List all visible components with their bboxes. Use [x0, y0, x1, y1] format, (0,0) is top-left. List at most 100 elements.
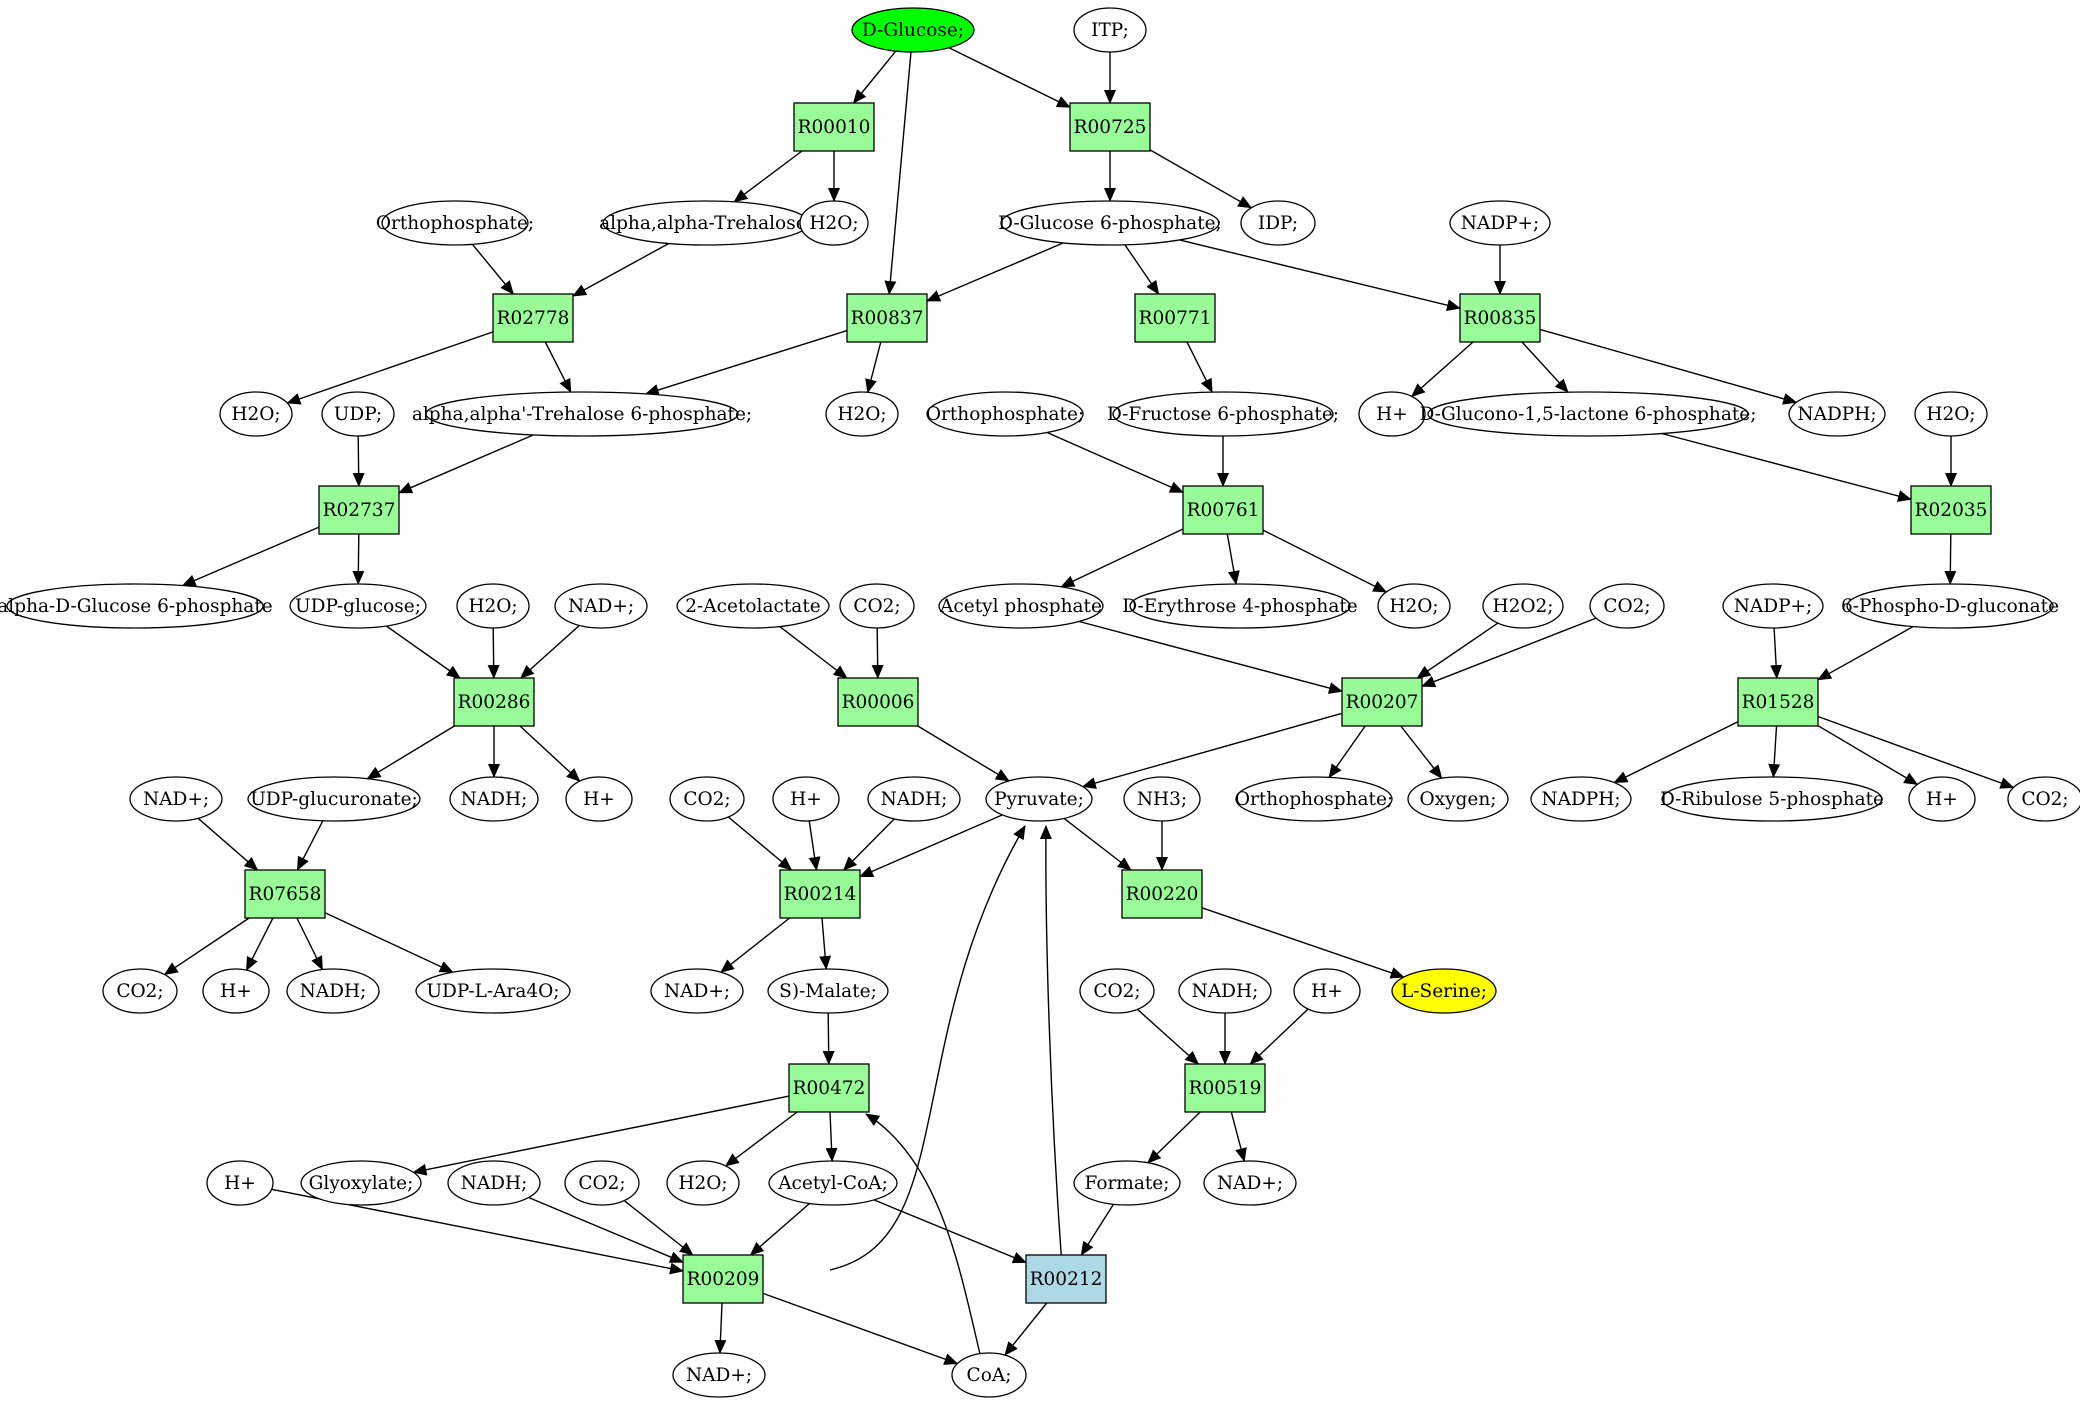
reaction-node-r01528[interactable]: R01528: [1737, 677, 1819, 727]
compound-node-c_trehalose6p[interactable]: alpha,alpha'-Trehalose 6-phosphate;: [412, 391, 752, 437]
compound-node-c_co2_2[interactable]: CO2;: [1589, 583, 1665, 629]
compound-node-c_erythrose4p[interactable]: D-Erythrose 4-phosphate: [1122, 583, 1358, 629]
compound-node-c_orthophosphate_2[interactable]: Orthophosphate;: [926, 391, 1084, 437]
compound-node-c_ribulose5p[interactable]: D-Ribulose 5-phosphate: [1660, 776, 1884, 822]
reaction-node-r07658[interactable]: R07658: [244, 869, 326, 919]
compound-node-c_fructose6p[interactable]: D-Fructose 6-phosphate;: [1107, 391, 1339, 437]
compound-ellipse: [1358, 391, 1426, 437]
reaction-node-r00006[interactable]: R00006: [837, 677, 919, 727]
compound-node-c_nadh_3[interactable]: NADH;: [286, 968, 380, 1014]
compound-ellipse: [851, 7, 975, 53]
compound-node-c_nadpplus_1[interactable]: NADP+;: [1449, 200, 1551, 246]
compound-node-c_glucose[interactable]: D-Glucose;: [851, 7, 975, 53]
compound-ellipse: [1178, 968, 1272, 1014]
compound-node-c_nadh_1[interactable]: NADH;: [449, 776, 539, 822]
reaction-node-r00212[interactable]: R00212: [1025, 1254, 1107, 1304]
compound-node-c_nh3[interactable]: NH3;: [1123, 776, 1201, 822]
compound-node-c_hplus_7[interactable]: H+: [206, 1160, 274, 1206]
compound-node-c_co2_6[interactable]: CO2;: [1079, 968, 1155, 1014]
compound-node-c_h2o2[interactable]: H2O2;: [1482, 583, 1564, 629]
compound-node-c_gluconolactone[interactable]: D-Glucono-1,5-lactone 6-phosphate;: [1420, 391, 1757, 437]
compound-node-c_nadplus_3[interactable]: NAD+;: [650, 968, 744, 1014]
compound-node-c_nadh_2[interactable]: NADH;: [867, 776, 961, 822]
edge-r00207-to-c_orthophosphate_3: [1328, 725, 1366, 779]
compound-node-c_acetylcoa[interactable]: Acetyl-CoA;: [768, 1160, 898, 1206]
compound-node-c_aglc6p[interactable]: alpha-D-Glucose 6-phosphate: [0, 583, 273, 629]
compound-node-c_h2o_7[interactable]: H2O;: [666, 1160, 740, 1206]
compound-node-c_trehalose[interactable]: alpha,alpha-Trehalose;: [599, 200, 813, 246]
compound-node-c_h2o_2[interactable]: H2O;: [219, 391, 293, 437]
compound-node-c_nadph_2[interactable]: NADPH;: [1530, 776, 1632, 822]
compound-node-c_co2_3[interactable]: CO2;: [669, 776, 745, 822]
compound-node-c_h2o_5[interactable]: H2O;: [456, 583, 530, 629]
reaction-node-r00220[interactable]: R00220: [1121, 869, 1203, 919]
compound-node-c_phosphogluconate[interactable]: 6-Phospho-D-gluconate: [1841, 583, 2059, 629]
compound-node-c_formate[interactable]: Formate;: [1073, 1160, 1181, 1206]
edge-c_nadpplus_2-to-r01528: [1770, 627, 1783, 679]
reaction-node-r00771[interactable]: R00771: [1134, 293, 1216, 343]
reaction-node-r00835[interactable]: R00835: [1459, 293, 1541, 343]
reaction-node-r02778[interactable]: R02778: [492, 293, 574, 343]
compound-node-c_oxygen[interactable]: Oxygen;: [1407, 776, 1509, 822]
compound-node-c_co2_4[interactable]: CO2;: [2007, 776, 2080, 822]
compound-ellipse: [456, 583, 530, 629]
reaction-node-r02737[interactable]: R02737: [318, 485, 400, 535]
compound-node-c_co2_1[interactable]: CO2;: [839, 583, 915, 629]
compound-node-c_idp[interactable]: IDP;: [1240, 200, 1316, 246]
reaction-label: R07658: [249, 884, 322, 905]
compound-label: CO2;: [1603, 596, 1650, 617]
compound-node-c_h2o_6[interactable]: H2O;: [1377, 583, 1451, 629]
compound-node-c_h2o_3[interactable]: H2O;: [825, 391, 899, 437]
compound-node-c_h2o_1[interactable]: H2O;: [799, 200, 869, 246]
reaction-node-r00207[interactable]: R00207: [1341, 677, 1423, 727]
compound-node-c_acetylphosphate[interactable]: Acetyl phosphate: [938, 583, 1104, 629]
reaction-node-r00837[interactable]: R00837: [846, 293, 928, 343]
compound-node-c_nadplus_1[interactable]: NAD+;: [554, 583, 648, 629]
compound-node-c_nadph_1[interactable]: NADPH;: [1788, 391, 1886, 437]
compound-node-c_nadplus_2[interactable]: NAD+;: [129, 776, 223, 822]
reaction-node-r00286[interactable]: R00286: [453, 677, 535, 727]
compound-label: CO2;: [2021, 789, 2068, 810]
compound-node-c_itp[interactable]: ITP;: [1073, 7, 1147, 53]
compound-node-c_nadplus_4[interactable]: NAD+;: [1203, 1160, 1297, 1206]
compound-node-c_nadplus_5[interactable]: NAD+;: [672, 1352, 766, 1398]
reaction-node-r00214[interactable]: R00214: [779, 869, 861, 919]
compound-node-c_udparabinose[interactable]: UDP-L-Ara4O;: [415, 968, 571, 1014]
edge-r07658-to-c_udparabinose: [324, 912, 454, 973]
compound-node-c_hplus_6[interactable]: H+: [1293, 968, 1361, 1014]
compound-node-c_udpglucuronate[interactable]: UDP-glucuronate;: [247, 776, 421, 822]
compound-node-c_glyoxylate[interactable]: Glyoxylate;: [300, 1160, 422, 1206]
compound-node-c_udpglucose[interactable]: UDP-glucose;: [289, 583, 427, 629]
reaction-node-r00761[interactable]: R00761: [1182, 485, 1264, 535]
compound-node-c_hplus_1[interactable]: H+: [1358, 391, 1426, 437]
edge-c_trehalose-to-r02778: [572, 242, 670, 297]
compound-node-c_co2_7[interactable]: CO2;: [564, 1160, 640, 1206]
compound-node-c_coa[interactable]: CoA;: [951, 1352, 1027, 1398]
compound-node-c_orthophosphate_1[interactable]: Orthophosphate;: [376, 200, 534, 246]
reaction-node-r02035[interactable]: R02035: [1910, 485, 1992, 535]
reaction-node-r00725[interactable]: R00725: [1069, 102, 1151, 152]
compound-node-c_malate[interactable]: S)-Malate;: [767, 968, 889, 1014]
reaction-node-r00519[interactable]: R00519: [1184, 1063, 1266, 1113]
compound-node-c_udp[interactable]: UDP;: [321, 391, 395, 437]
compound-node-c_nadpplus_2[interactable]: NADP+;: [1722, 583, 1824, 629]
reaction-node-r00209[interactable]: R00209: [682, 1254, 764, 1304]
compound-node-c_nadh_5[interactable]: NADH;: [447, 1160, 541, 1206]
reaction-node-r00472[interactable]: R00472: [788, 1063, 870, 1113]
compound-node-c_hplus_2[interactable]: H+: [565, 776, 633, 822]
compound-node-c_hplus_3[interactable]: H+: [772, 776, 840, 822]
compound-node-c_co2_5[interactable]: CO2;: [102, 968, 178, 1014]
compound-node-c_glucose6p[interactable]: D-Glucose 6-phosphate;: [998, 200, 1222, 246]
compound-node-c_hplus_5[interactable]: H+: [202, 968, 270, 1014]
compound-node-c_acetolactate[interactable]: 2-Acetolactate: [676, 583, 830, 629]
compound-node-c_hplus_4[interactable]: H+: [1908, 776, 1976, 822]
compound-node-c_h2o_4[interactable]: H2O;: [1914, 391, 1988, 437]
compound-label: UDP-glucuronate;: [250, 789, 418, 810]
compound-node-c_pyruvate[interactable]: Pyruvate;: [985, 776, 1093, 822]
reaction-node-r00010[interactable]: R00010: [793, 102, 875, 152]
compound-node-c_nadh_4[interactable]: NADH;: [1178, 968, 1272, 1014]
compound-node-c_orthophosphate_3[interactable]: Orthophosphate;: [1235, 776, 1393, 822]
compound-node-c_serine[interactable]: L-Serine;: [1391, 968, 1497, 1014]
edge-r00207-to-c_oxygen: [1400, 725, 1443, 779]
compound-ellipse: [381, 200, 529, 246]
